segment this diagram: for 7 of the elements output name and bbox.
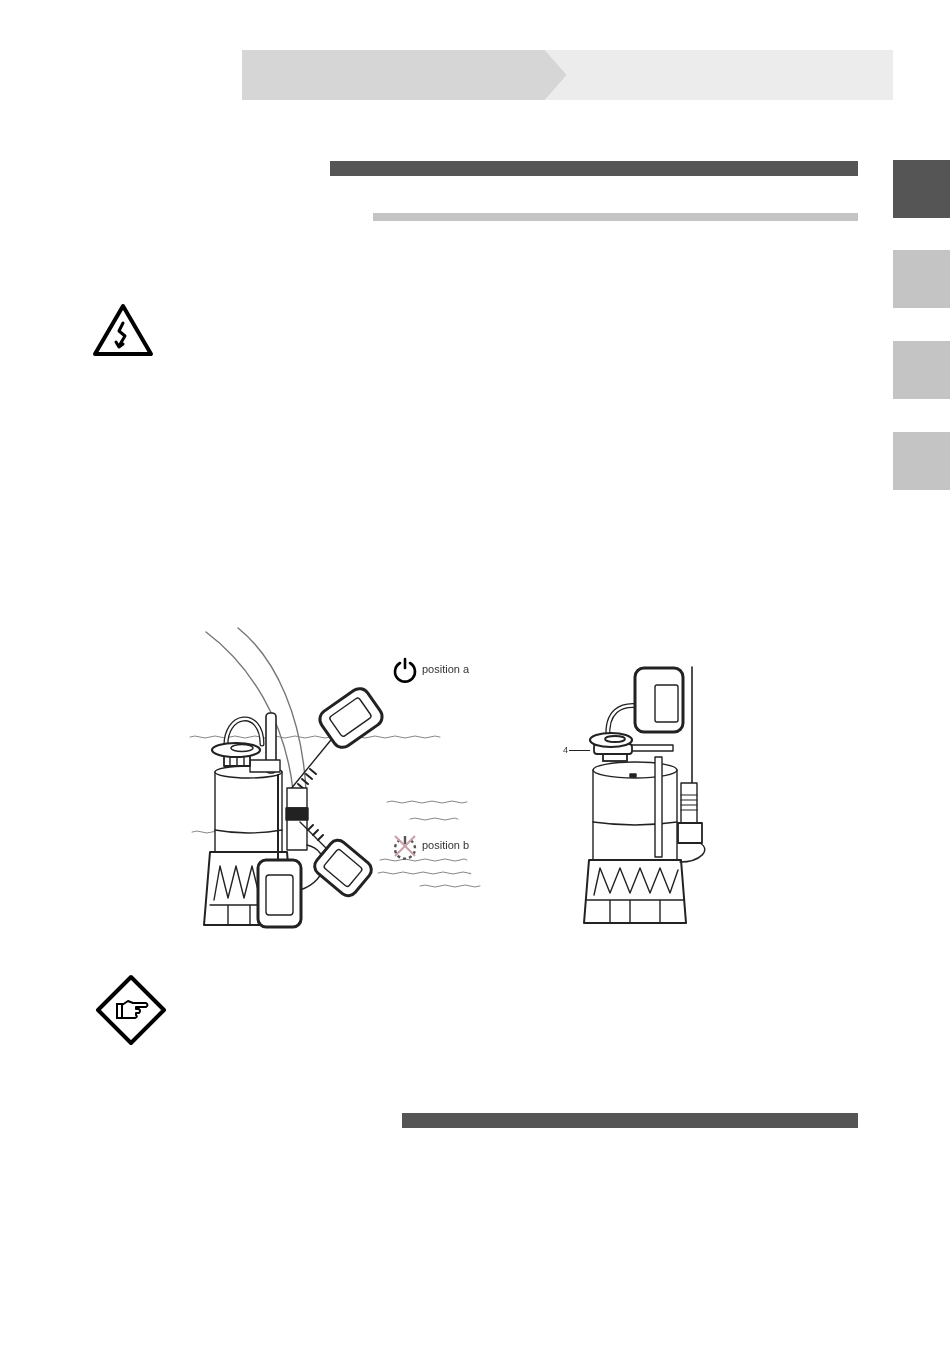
position-label: position b — [422, 840, 470, 851]
section-bar — [402, 1113, 858, 1128]
pump-cap — [588, 731, 634, 762]
section-bar — [330, 161, 858, 176]
position-label: position a — [422, 664, 470, 675]
leader-line — [568, 750, 591, 751]
callout-number: 4 — [563, 746, 568, 755]
